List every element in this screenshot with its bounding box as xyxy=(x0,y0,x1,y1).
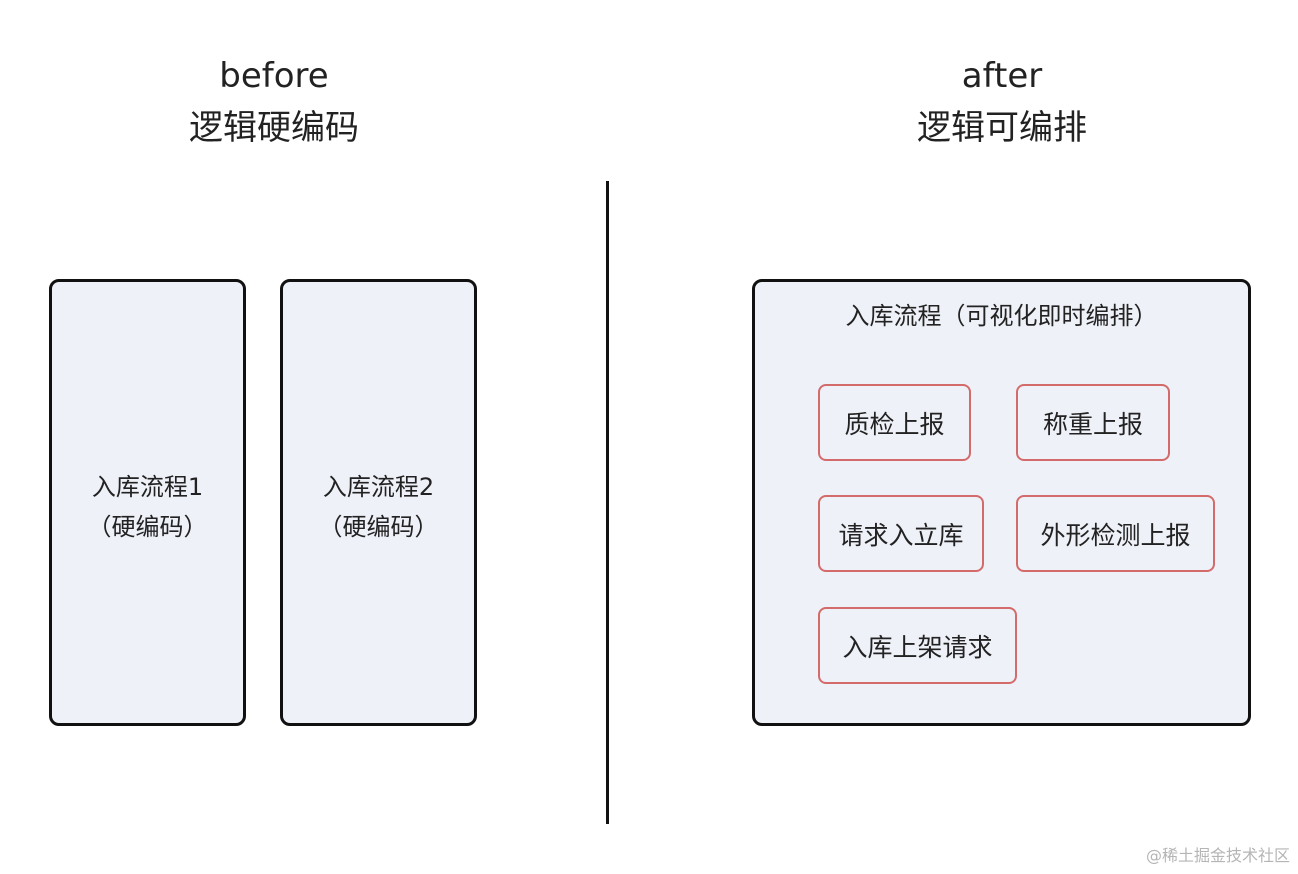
step-putaway-request[interactable]: 入库上架请求 xyxy=(818,607,1017,684)
hardcoded-flow-box-2: 入库流程2 （硬编码） xyxy=(280,279,477,726)
step-shape-inspection-report[interactable]: 外形检测上报 xyxy=(1016,495,1215,572)
vertical-divider xyxy=(606,181,609,824)
after-subtitle: 逻辑可编排 xyxy=(917,108,1087,148)
hardcoded-flow-box-1: 入库流程1 （硬编码） xyxy=(49,279,246,726)
orchestration-title: 入库流程（可视化即时编排） xyxy=(845,302,1158,330)
flow-box-text: 入库流程1 （硬编码） xyxy=(52,467,243,547)
before-subtitle: 逻辑硬编码 xyxy=(189,108,359,148)
before-title: before xyxy=(219,56,329,96)
flow-note: （硬编码） xyxy=(318,513,439,541)
step-weight-report[interactable]: 称重上报 xyxy=(1016,384,1170,461)
before-heading: before 逻辑硬编码 xyxy=(94,50,454,154)
after-heading: after 逻辑可编排 xyxy=(822,50,1182,154)
flow-box-text: 入库流程2 （硬编码） xyxy=(283,467,474,547)
step-quality-report[interactable]: 质检上报 xyxy=(818,384,971,461)
flow-note: （硬编码） xyxy=(87,513,208,541)
step-request-warehouse[interactable]: 请求入立库 xyxy=(818,495,984,572)
flow-name: 入库流程1 xyxy=(91,473,204,501)
flow-name: 入库流程2 xyxy=(322,473,435,501)
after-title: after xyxy=(961,56,1043,96)
watermark: @稀土掘金技术社区 xyxy=(1145,846,1290,865)
